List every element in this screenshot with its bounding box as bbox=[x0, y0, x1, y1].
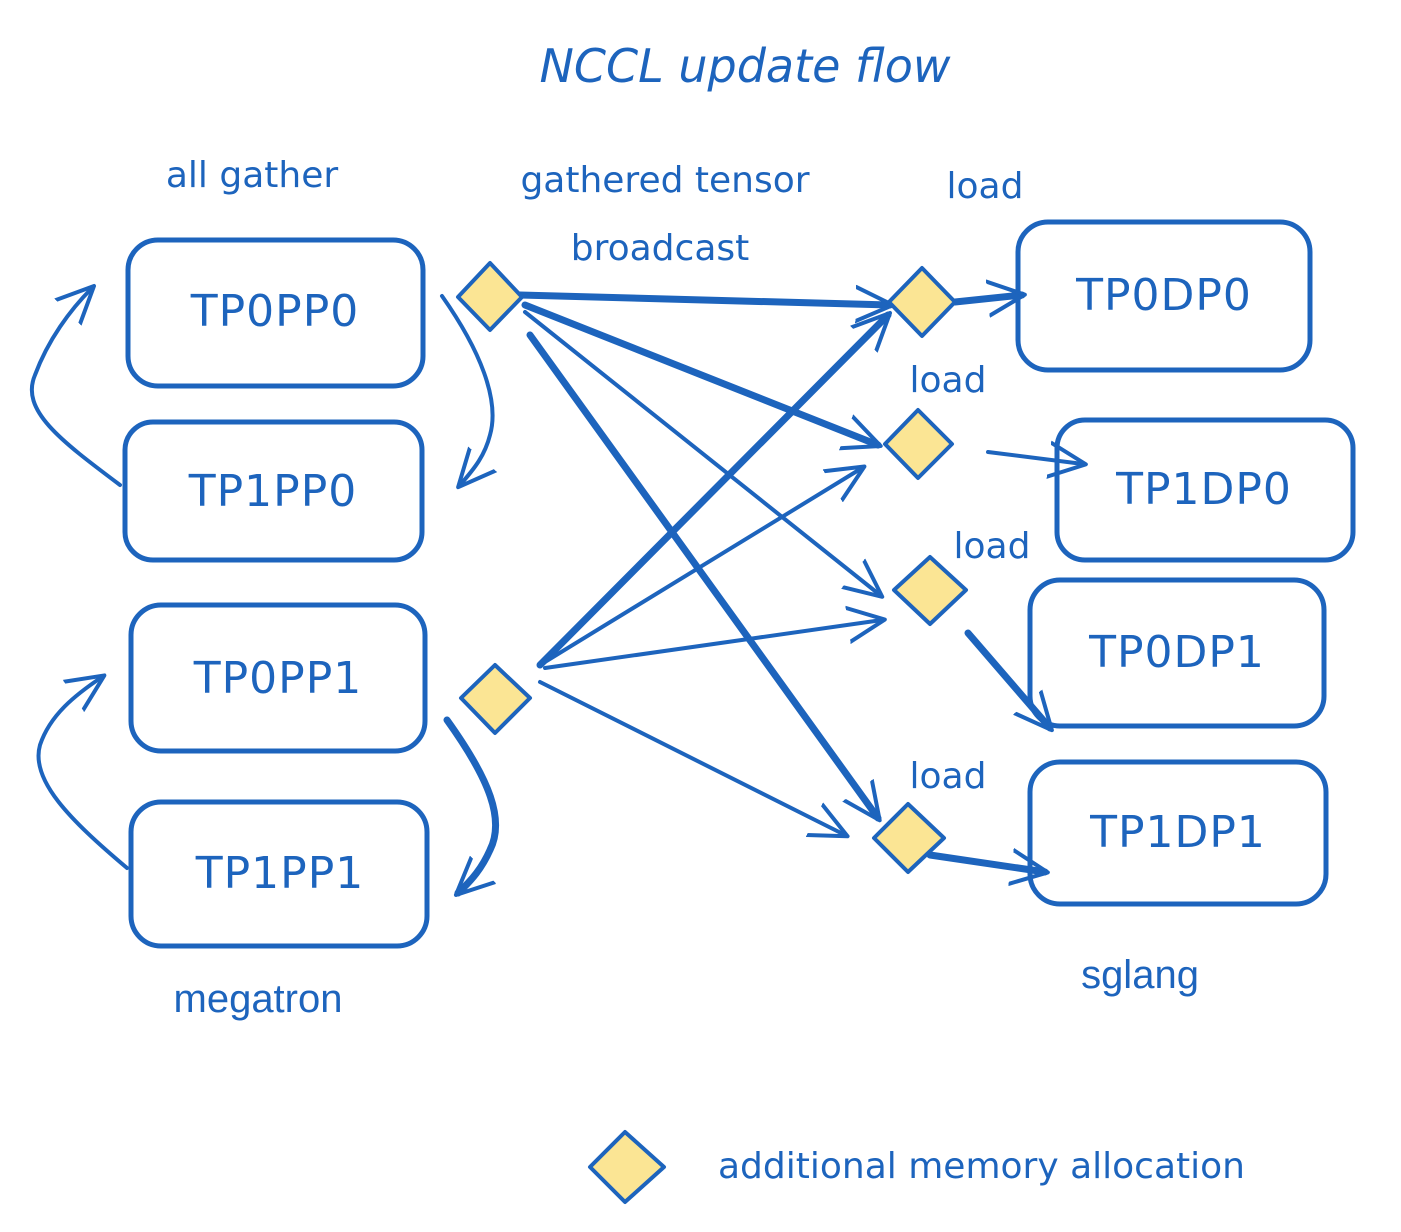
broadcast-arrow-bottom-to-load2 bbox=[538, 468, 862, 667]
memory-diamond-load-2 bbox=[883, 408, 954, 480]
box-label: TP1DP1 bbox=[1089, 807, 1266, 858]
box-label: TP1PP1 bbox=[195, 848, 364, 899]
sglang-box-tp1dp1: TP1DP1 bbox=[1027, 759, 1329, 907]
legend-label: additional memory allocation bbox=[718, 1146, 1245, 1187]
allgather-arrow-tp1pp1-to-tp0pp1 bbox=[36, 677, 129, 870]
megatron-label: megatron bbox=[174, 977, 343, 1021]
broadcast-label: broadcast bbox=[571, 228, 750, 269]
box-label: TP0DP1 bbox=[1088, 627, 1265, 678]
broadcast-arrow-top-to-load3 bbox=[523, 310, 880, 595]
sglang-box-tp1dp0: TP1DP0 bbox=[1054, 417, 1356, 563]
memory-diamond-load-4 bbox=[872, 802, 946, 874]
broadcast-arrow-bottom-to-load4 bbox=[538, 680, 845, 835]
gathered-tensor-label: gathered tensor bbox=[520, 160, 809, 201]
box-label: TP0PP0 bbox=[190, 286, 359, 337]
megatron-box-tp0pp0: TP0PP0 bbox=[125, 237, 426, 389]
memory-diamond-load-3 bbox=[892, 555, 968, 626]
broadcast-arrow-top-to-load4 bbox=[526, 331, 878, 818]
legend: additional memory allocation bbox=[588, 1130, 1245, 1204]
load-label-2: load bbox=[910, 360, 987, 401]
load-label-4: load bbox=[910, 756, 987, 797]
broadcast-arrow-top-to-load2 bbox=[521, 301, 878, 445]
load-arrow-to-tp0dp0 bbox=[951, 295, 1022, 302]
box-label: TP1DP0 bbox=[1115, 464, 1292, 515]
allgather-arrow-tp1pp0-to-tp0pp0 bbox=[29, 288, 122, 487]
memory-diamond-load-1 bbox=[887, 266, 957, 338]
broadcast-arrow-bottom-to-load1 bbox=[536, 315, 888, 669]
broadcast-arrow-bottom-to-load3 bbox=[543, 620, 882, 670]
load-arrow-to-tp1dp0 bbox=[986, 452, 1083, 464]
load-label-1: load bbox=[947, 166, 1024, 207]
megatron-box-tp1pp1: TP1PP1 bbox=[128, 799, 430, 949]
megatron-box-tp0pp1: TP0PP1 bbox=[128, 602, 428, 754]
all-gather-label: all gather bbox=[166, 155, 339, 196]
legend-diamond bbox=[588, 1130, 666, 1204]
memory-diamond-bottom-megatron bbox=[459, 663, 532, 735]
memory-diamond-top-megatron bbox=[456, 261, 524, 332]
broadcast-arrow-top-to-load1 bbox=[516, 295, 890, 305]
sglang-box-tp0dp0: TP0DP0 bbox=[1015, 219, 1313, 373]
load-arrow-to-tp1dp1 bbox=[926, 855, 1045, 872]
load-arrow-to-tp0dp1 bbox=[964, 629, 1050, 728]
diagram-title: NCCL update flow bbox=[539, 39, 950, 93]
box-label: TP1PP0 bbox=[188, 466, 357, 517]
allgather-arrow-tp0pp1-to-tp1pp1 bbox=[443, 716, 500, 893]
sglang-box-tp0dp1: TP0DP1 bbox=[1027, 577, 1327, 729]
sglang-label: sglang bbox=[1081, 953, 1199, 997]
load-label-3: load bbox=[954, 526, 1031, 567]
box-label: TP0DP0 bbox=[1075, 270, 1252, 321]
box-label: TP0PP1 bbox=[193, 653, 362, 704]
megatron-box-tp1pp0: TP1PP0 bbox=[122, 419, 425, 563]
allgather-arrow-tp0pp0-to-tp1pp0 bbox=[440, 294, 493, 485]
